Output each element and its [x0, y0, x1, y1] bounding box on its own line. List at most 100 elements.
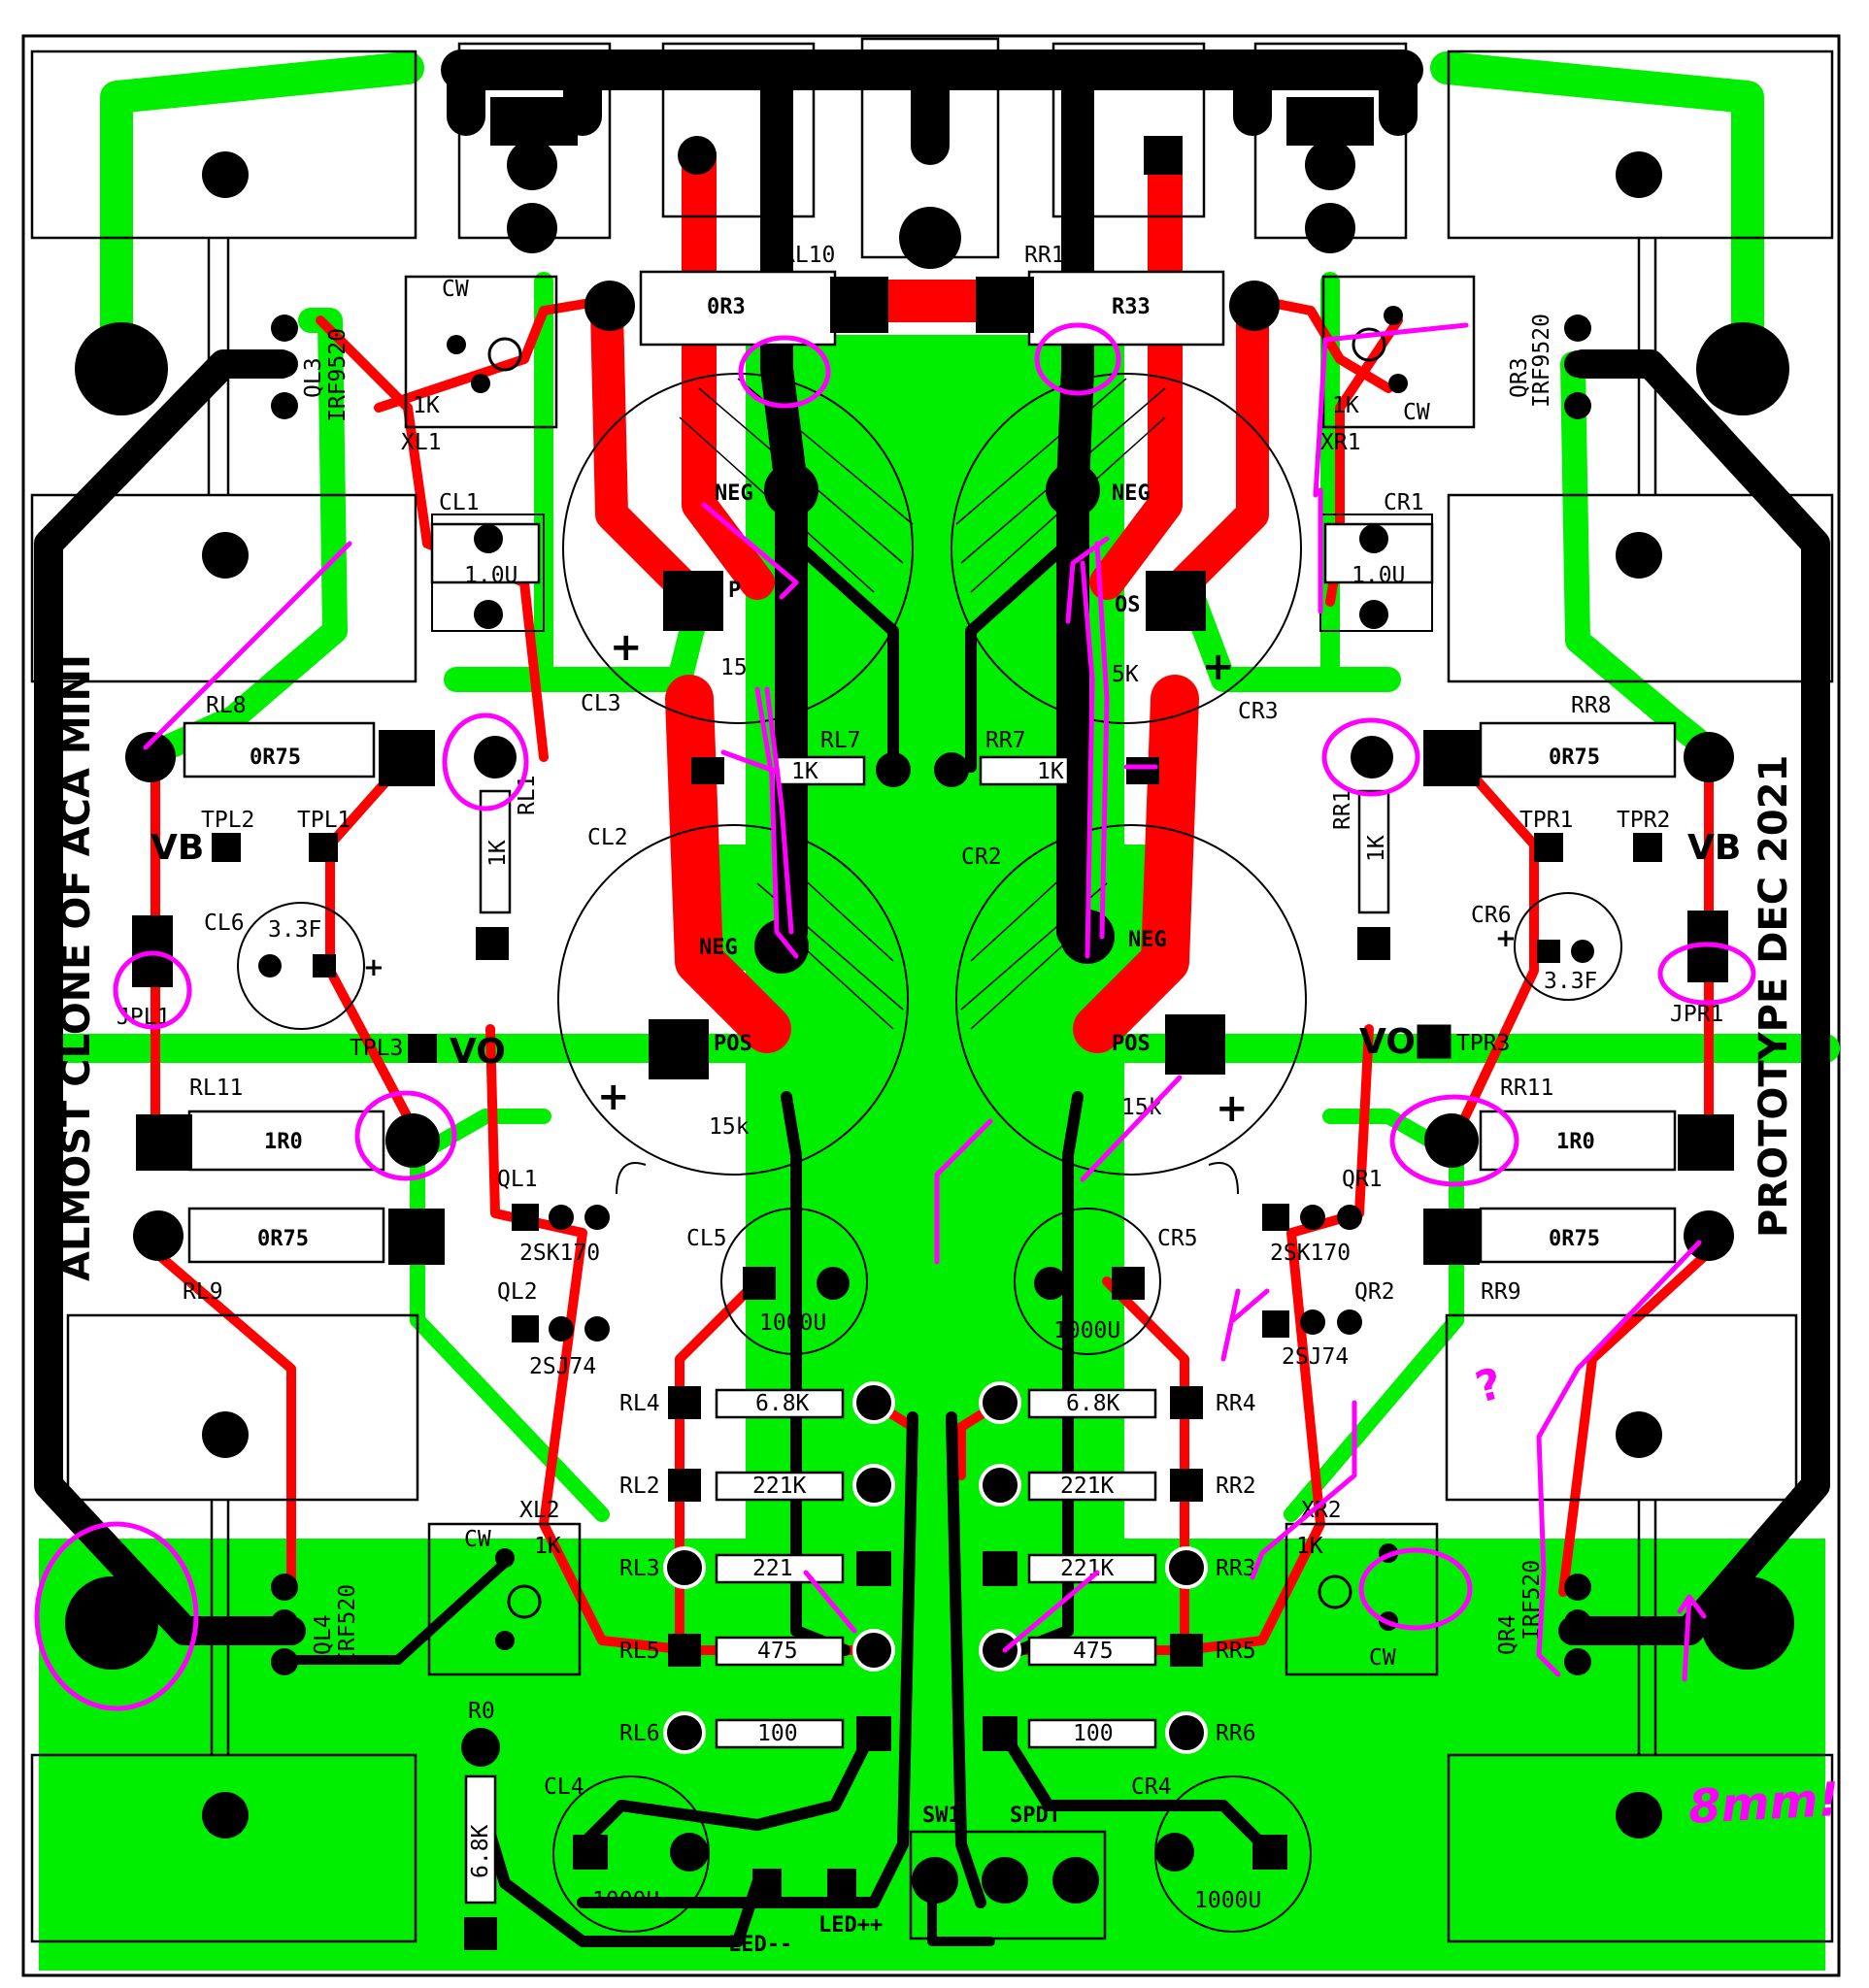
label-os: OS	[1115, 593, 1141, 617]
label-qr2: QR2	[1354, 1279, 1395, 1305]
label-0r3: 0R3	[707, 295, 746, 319]
markup-circle	[442, 712, 529, 812]
label-rl5-value: 475	[757, 1639, 798, 1664]
label-rl9: RL9	[183, 1279, 223, 1305]
markup-circle	[1358, 1547, 1473, 1631]
outline-boxes	[30, 37, 1834, 1943]
label-xl1-1k: 1K	[413, 393, 440, 418]
label-ql2: QL2	[497, 1279, 538, 1305]
label-cl4-value: 1000U	[592, 1888, 659, 1913]
markup-line	[934, 1118, 993, 1265]
label-xl2: XL2	[519, 1498, 560, 1523]
label-led-minus: LED--	[728, 1933, 792, 1957]
label-cl2: CL2	[587, 825, 628, 850]
label-cl3: CL3	[581, 691, 621, 716]
label-rl4: RL4	[619, 1391, 660, 1416]
markup-scribble	[764, 686, 794, 935]
markup-scribble	[1065, 536, 1110, 624]
label-rl10: RL10	[782, 243, 835, 268]
label-sw1: SW1	[922, 1804, 961, 1828]
label-ql1-part: 2SK170	[519, 1241, 600, 1266]
label-tpl1: TPL1	[297, 808, 350, 833]
label-rl3-value: 221	[752, 1556, 793, 1581]
label-rl4-value: 6.8K	[755, 1391, 810, 1416]
markup-scribble	[1080, 560, 1095, 959]
markup-line	[720, 749, 780, 775]
label-cl5-value: 1000U	[759, 1310, 826, 1336]
capacitor-cr2	[955, 824, 1307, 1176]
label-vb-right: VB	[1687, 828, 1741, 868]
label-rr7-value: 1K	[1037, 759, 1064, 784]
label-cr4-value: 1000U	[1194, 1888, 1261, 1913]
capacitor-cl2	[557, 824, 909, 1176]
label-rr7: RR7	[985, 728, 1026, 753]
label-rl11-value: 1R0	[264, 1130, 303, 1154]
label-rl7-value: 1K	[791, 759, 818, 784]
markup-line	[1313, 322, 1469, 614]
label-rr9: RR9	[1481, 1279, 1521, 1305]
label-cl1: CL1	[439, 490, 480, 515]
markup-line	[1080, 1075, 1183, 1182]
markup-circle	[354, 1090, 457, 1181]
markup-line	[803, 1570, 857, 1634]
label-tpl3: TPL3	[350, 1036, 403, 1061]
label-neg-cr3: NEG	[1112, 481, 1151, 506]
label-tpr2: TPR2	[1617, 808, 1670, 833]
label-cl6: CL6	[204, 911, 245, 936]
label-neg-cr2: NEG	[1128, 928, 1167, 952]
label-r33: R33	[1112, 295, 1151, 319]
markup-line	[1536, 1240, 1702, 1677]
plus-mark: +	[1495, 924, 1517, 953]
label-qr4: QR4	[1495, 1614, 1520, 1655]
label-cr6-value: 3.3F	[1544, 969, 1597, 994]
label-rl8-value: 0R75	[250, 746, 301, 770]
markup-circle	[34, 1521, 199, 1711]
label-spdt: SPDT	[1010, 1804, 1061, 1828]
label-vb-left: VB	[150, 828, 204, 868]
label-cr2: CR2	[961, 845, 1002, 870]
label-pos-cl2: POS	[714, 1032, 752, 1056]
label-rl1-value: 1K	[485, 840, 511, 867]
plus-mark: +	[1216, 1086, 1249, 1131]
label-xr2-cw: CW	[1369, 1645, 1396, 1671]
label-cr1: CR1	[1384, 490, 1424, 515]
pads	[65, 97, 1794, 1950]
label-rr1: RR1	[1330, 789, 1355, 830]
label-pos-cr2: POS	[1112, 1032, 1151, 1056]
markup-circle	[738, 335, 831, 409]
label-xl1: XL1	[401, 430, 442, 455]
label-rr11: RR11	[1500, 1076, 1553, 1101]
label-led-plus: LED++	[818, 1913, 883, 1938]
label-ql3: QL3	[301, 357, 326, 398]
label-jpr1: JPR1	[1670, 1002, 1723, 1027]
label-ql1: QL1	[497, 1167, 538, 1192]
label-cr1-value: 1.0U	[1352, 563, 1405, 588]
label-xr1: XR1	[1320, 430, 1361, 455]
label-rr6-value: 100	[1073, 1721, 1114, 1746]
label-xl2-1k: 1K	[534, 1534, 561, 1559]
plus-mark: +	[610, 625, 643, 670]
label-rl1: RL1	[515, 775, 540, 815]
label-rr5-value: 475	[1073, 1639, 1114, 1664]
label-rl2-value: 221K	[752, 1474, 807, 1499]
label-cr3: CR3	[1238, 699, 1279, 724]
label-cr4: CR4	[1131, 1774, 1172, 1800]
label-r0: R0	[468, 1699, 495, 1724]
label-rl9-value: 0R75	[257, 1227, 309, 1251]
markup-scribble	[1094, 541, 1110, 940]
label-rr5: RR5	[1216, 1639, 1256, 1664]
plus-mark: +	[363, 953, 384, 982]
label-rr2: RR2	[1216, 1474, 1256, 1499]
label-rl6: RL6	[619, 1721, 660, 1746]
label-rr6: RR6	[1216, 1721, 1256, 1746]
label-tpl2: TPL2	[201, 808, 254, 833]
label-xr1-cw: CW	[1403, 400, 1430, 425]
markup-circle	[113, 950, 192, 1030]
label-rr4-value: 6.8K	[1066, 1391, 1120, 1416]
label-rl3: RL3	[619, 1556, 660, 1581]
label-rl5: RL5	[619, 1639, 660, 1664]
markup-annotations: ? 8mm!	[34, 322, 1841, 1835]
label-rr8-value: 0R75	[1549, 746, 1600, 770]
label-neg-cl2: NEG	[699, 936, 738, 960]
label-cl1-value: 1.0U	[464, 563, 517, 588]
